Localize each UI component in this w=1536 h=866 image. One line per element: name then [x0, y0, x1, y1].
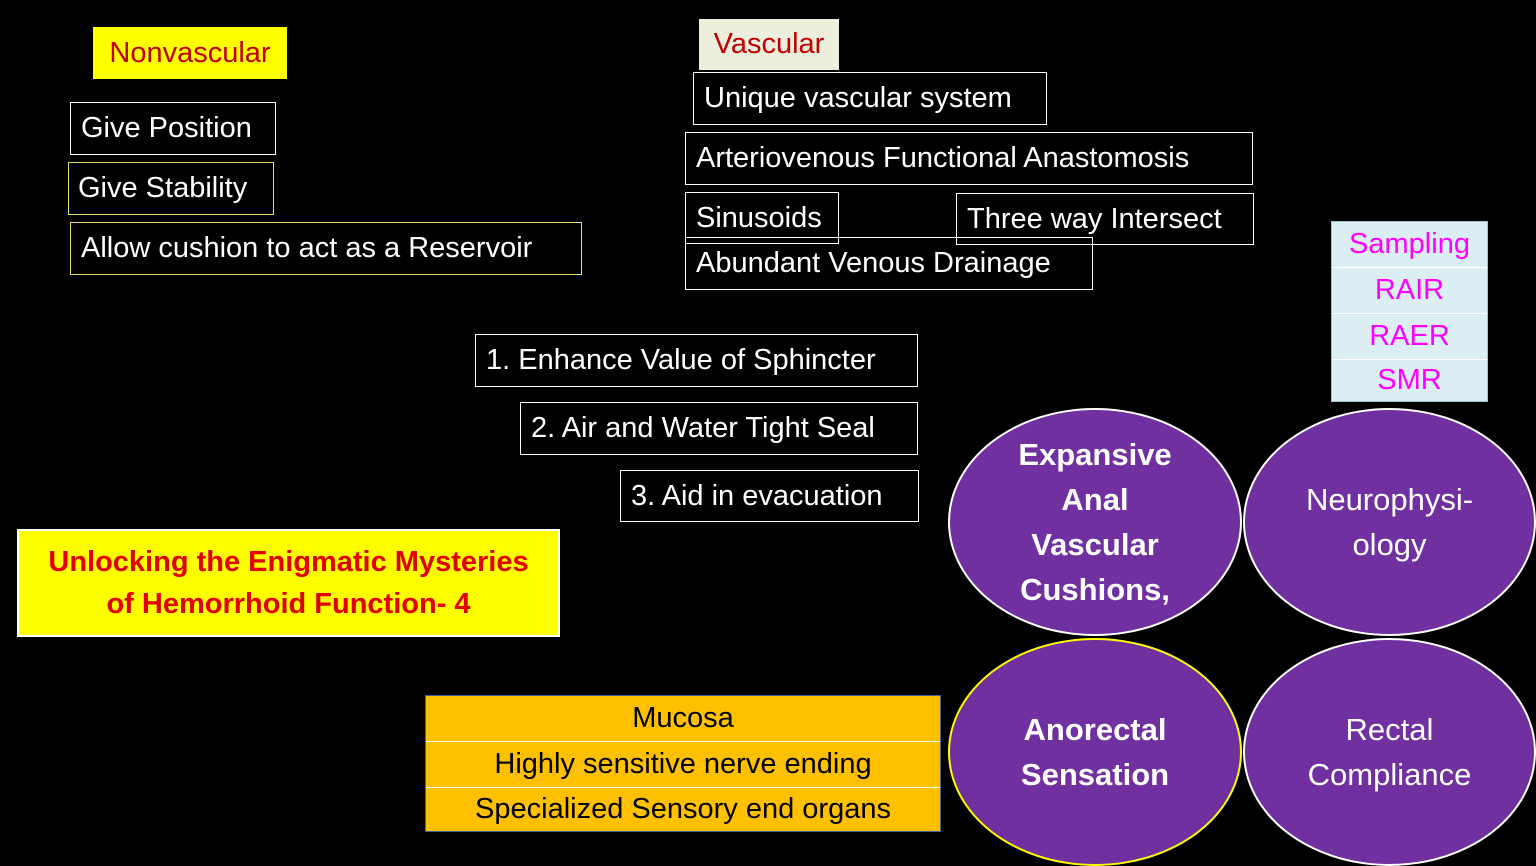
- raer-cell: RAER: [1332, 314, 1487, 360]
- arteriovenous-anastomosis-box: Arteriovenous Functional Anastomosis: [685, 132, 1253, 185]
- sampling-table: Sampling RAIR RAER SMR: [1331, 221, 1488, 402]
- mucosa-table: Mucosa Highly sensitive nerve ending Spe…: [425, 695, 941, 832]
- unique-vascular-system-box: Unique vascular system: [693, 72, 1047, 125]
- sampling-cell: Sampling: [1332, 222, 1487, 268]
- sensory-organs-cell: Specialized Sensory end organs: [475, 793, 891, 825]
- smr-cell: SMR: [1377, 364, 1442, 396]
- title-line-1: Unlocking the Enigmatic Mysteries: [48, 546, 529, 578]
- sinusoids-box: Sinusoids: [685, 192, 839, 244]
- neurophysiology-ellipse: Neurophysi- ology: [1243, 408, 1536, 636]
- title-line-2: of Hemorrhoid Function- 4: [106, 588, 471, 620]
- title-box: Unlocking the Enigmatic Mysteries of Hem…: [17, 529, 560, 637]
- give-position-box: Give Position: [70, 102, 276, 155]
- function-seal-box: 2. Air and Water Tight Seal: [520, 402, 918, 455]
- nerve-ending-cell: Highly sensitive nerve ending: [426, 742, 940, 788]
- give-stability-box: Give Stability: [68, 162, 274, 215]
- three-way-intersect-box: Three way Intersect: [956, 193, 1254, 245]
- anorectal-sensation-ellipse: Anorectal Sensation: [948, 638, 1242, 866]
- mucosa-cell: Mucosa: [426, 696, 940, 742]
- reservoir-box: Allow cushion to act as a Reservoir: [70, 222, 582, 275]
- rair-cell: RAIR: [1332, 268, 1487, 314]
- vascular-label: Vascular: [699, 19, 839, 70]
- vascular-cushions-ellipse: Expansive Anal Vascular Cushions,: [948, 408, 1242, 636]
- nonvascular-label: Nonvascular: [93, 27, 287, 79]
- rectal-compliance-ellipse: Rectal Compliance: [1243, 638, 1536, 866]
- function-sphincter-box: 1. Enhance Value of Sphincter: [475, 334, 918, 387]
- function-evacuation-box: 3. Aid in evacuation: [620, 470, 919, 522]
- venous-drainage-box: Abundant Venous Drainage: [685, 237, 1093, 290]
